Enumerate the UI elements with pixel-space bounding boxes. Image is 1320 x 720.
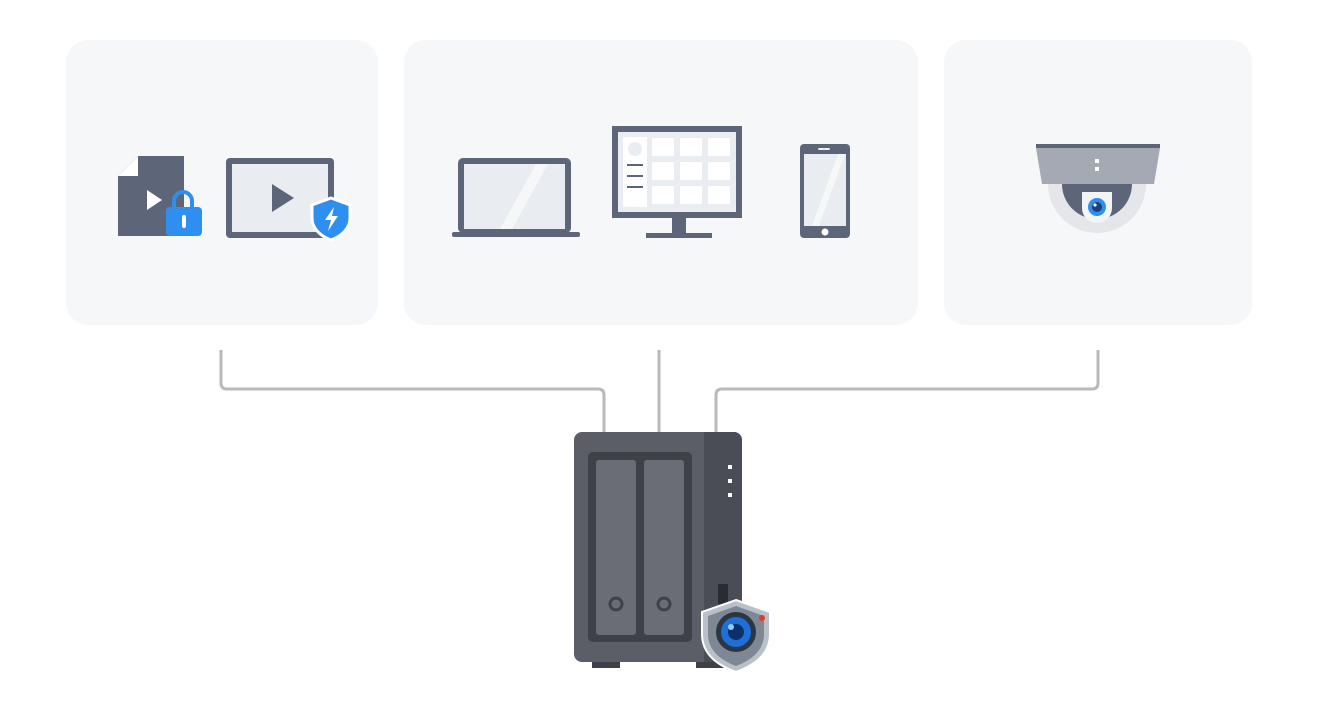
surveillance-station-badge-icon [701, 598, 771, 674]
protected-video-player-icon [226, 158, 352, 242]
smartphone-icon [800, 144, 850, 238]
nas-server-icon [574, 432, 742, 668]
connector-lines [219, 350, 1100, 432]
desktop-monitor-icon [612, 126, 742, 238]
connector-left [219, 350, 606, 432]
dome-camera-icon [1036, 144, 1160, 233]
connector-right [714, 350, 1100, 432]
locked-video-file-icon [118, 156, 202, 236]
laptop-icon [452, 158, 580, 237]
panel-media-security [66, 40, 378, 325]
